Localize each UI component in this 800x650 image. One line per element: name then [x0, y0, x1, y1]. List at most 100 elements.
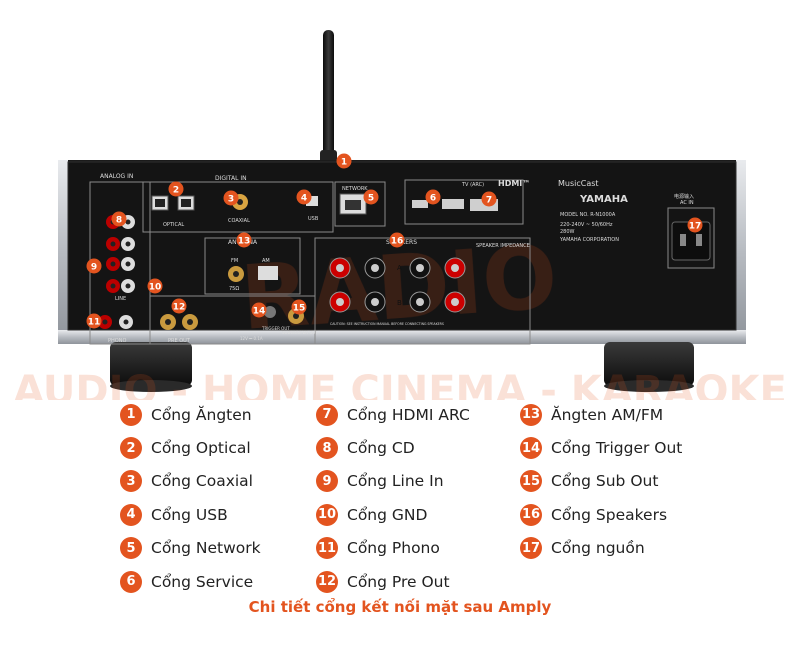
legend-item-3: 3 Cổng Coaxial	[120, 465, 261, 498]
callout-1: 1	[336, 153, 352, 169]
legend-number-badge: 6	[120, 570, 142, 593]
feet	[110, 342, 694, 392]
label-trigger-out: TRIGGER OUT	[261, 326, 290, 331]
label-analog-in: ANALOG IN	[100, 173, 133, 180]
legend-number-badge: 3	[120, 470, 142, 493]
legend-label: Cổng Line In	[347, 472, 444, 491]
speaker-post-core	[336, 298, 344, 306]
legend-item-12: 12 Cổng Pre Out	[316, 565, 470, 598]
label-am: AM	[262, 258, 270, 264]
label-usb: USB	[308, 216, 319, 222]
label-network: NETWORK	[342, 186, 368, 192]
svg-text:10: 10	[149, 283, 162, 293]
legend-label: Cổng Phono	[347, 539, 440, 558]
legend-number-badge: 16	[520, 503, 542, 526]
svg-text:4: 4	[301, 194, 307, 204]
label-spk-b: B	[397, 299, 402, 307]
callout-9: 9	[86, 258, 102, 274]
label-caution: CAUTION: SEE INSTRUCTION MANUAL BEFORE C…	[330, 322, 444, 326]
panel-labels: ANALOG IN DIGITAL IN OPTICAL COAXIAL USB…	[100, 173, 694, 344]
rca-jack-pin	[125, 241, 131, 247]
callout-3: 3	[223, 190, 239, 206]
speaker-post-core	[416, 298, 424, 306]
pre-out-trigger-sub	[160, 306, 304, 330]
callout-10: 10	[147, 278, 163, 294]
rca-jack-pin	[125, 261, 131, 267]
legend-number-badge: 7	[316, 403, 338, 426]
rca-jack-pin	[110, 241, 116, 247]
legend-item-4: 4 Cổng USB	[120, 498, 261, 531]
hdmi-logo: HDMI™	[498, 179, 530, 188]
label-ac-in: AC IN	[680, 200, 694, 206]
yamaha-logo: YAMAHA	[579, 194, 628, 205]
legend-item-1: 1 Cổng Ăngten	[120, 398, 261, 431]
callout-4: 4	[296, 189, 312, 205]
rca-jack-pin	[125, 219, 131, 225]
legend-item-11: 11 Cổng Phono	[316, 532, 470, 565]
musiccast-logo: MusicCast	[558, 179, 599, 188]
legend-label: Cổng USB	[151, 505, 228, 524]
legend-label: Cổng Coaxial	[151, 472, 253, 491]
corporation: YAMAHA CORPORATION	[559, 237, 619, 243]
legend-number-badge: 17	[520, 537, 542, 560]
legend-number-badge: 11	[316, 537, 338, 560]
label-fm: FM	[231, 258, 238, 264]
svg-text:3: 3	[228, 195, 234, 205]
label-trigger-spec: 12V ⎓ 0.1A	[240, 336, 263, 341]
analog-in-rca-jacks	[98, 215, 135, 329]
rca-jack-pin	[110, 261, 116, 267]
svg-text:1: 1	[341, 158, 347, 168]
legend-number-badge: 1	[120, 403, 142, 426]
speaker-post-core	[336, 264, 344, 272]
legend-number-badge: 2	[120, 437, 142, 460]
watermark-text: AUDIO - HOME CINEMA - KARAOKE	[13, 368, 787, 400]
callout-17: 17	[687, 217, 703, 233]
speaker-post-core	[371, 298, 379, 306]
legend-number-badge: 12	[316, 570, 338, 593]
label-ac-in-cn: 电源输入	[674, 193, 694, 200]
legend-number-badge: 15	[520, 470, 542, 493]
svg-text:14: 14	[253, 307, 266, 317]
speaker-post-core	[451, 298, 459, 306]
label-digital-in: DIGITAL IN	[215, 175, 247, 182]
legend-label: Cổng Sub Out	[551, 472, 659, 491]
amplifier-rear-panel-illustration: RADIO AUDIO - HOME CINEMA - KARAOKE	[13, 30, 787, 400]
caption: Chi tiết cổng kết nối mặt sau Amply	[248, 598, 552, 616]
power-rating: 280W	[560, 229, 575, 235]
callout-13: 13	[236, 232, 252, 248]
label-line: LINE	[115, 296, 126, 302]
callout-15: 15	[291, 299, 307, 315]
callout-7: 7	[481, 191, 497, 207]
speaker-terminals	[329, 257, 466, 313]
label-tv-arc: TV (ARC)	[461, 182, 484, 188]
rca-jack-pin	[123, 319, 129, 325]
svg-text:6: 6	[430, 194, 436, 204]
label-spk-a: A	[397, 264, 402, 272]
legend-label: Cổng Pre Out	[347, 572, 450, 591]
svg-text:7: 7	[486, 196, 492, 206]
legend-label: Cổng Ăngten	[151, 405, 252, 424]
svg-text:8: 8	[116, 216, 122, 226]
legend-number-badge: 4	[120, 503, 142, 526]
legend-number-badge: 5	[120, 537, 142, 560]
callout-8: 8	[111, 211, 127, 227]
svg-text:5: 5	[368, 194, 374, 204]
label-coaxial: COAXIAL	[228, 218, 250, 224]
callout-12: 12	[171, 298, 187, 314]
speaker-post-core	[451, 264, 459, 272]
rca-jack-pin	[125, 283, 131, 289]
legend-label: Cổng Speakers	[551, 505, 668, 524]
